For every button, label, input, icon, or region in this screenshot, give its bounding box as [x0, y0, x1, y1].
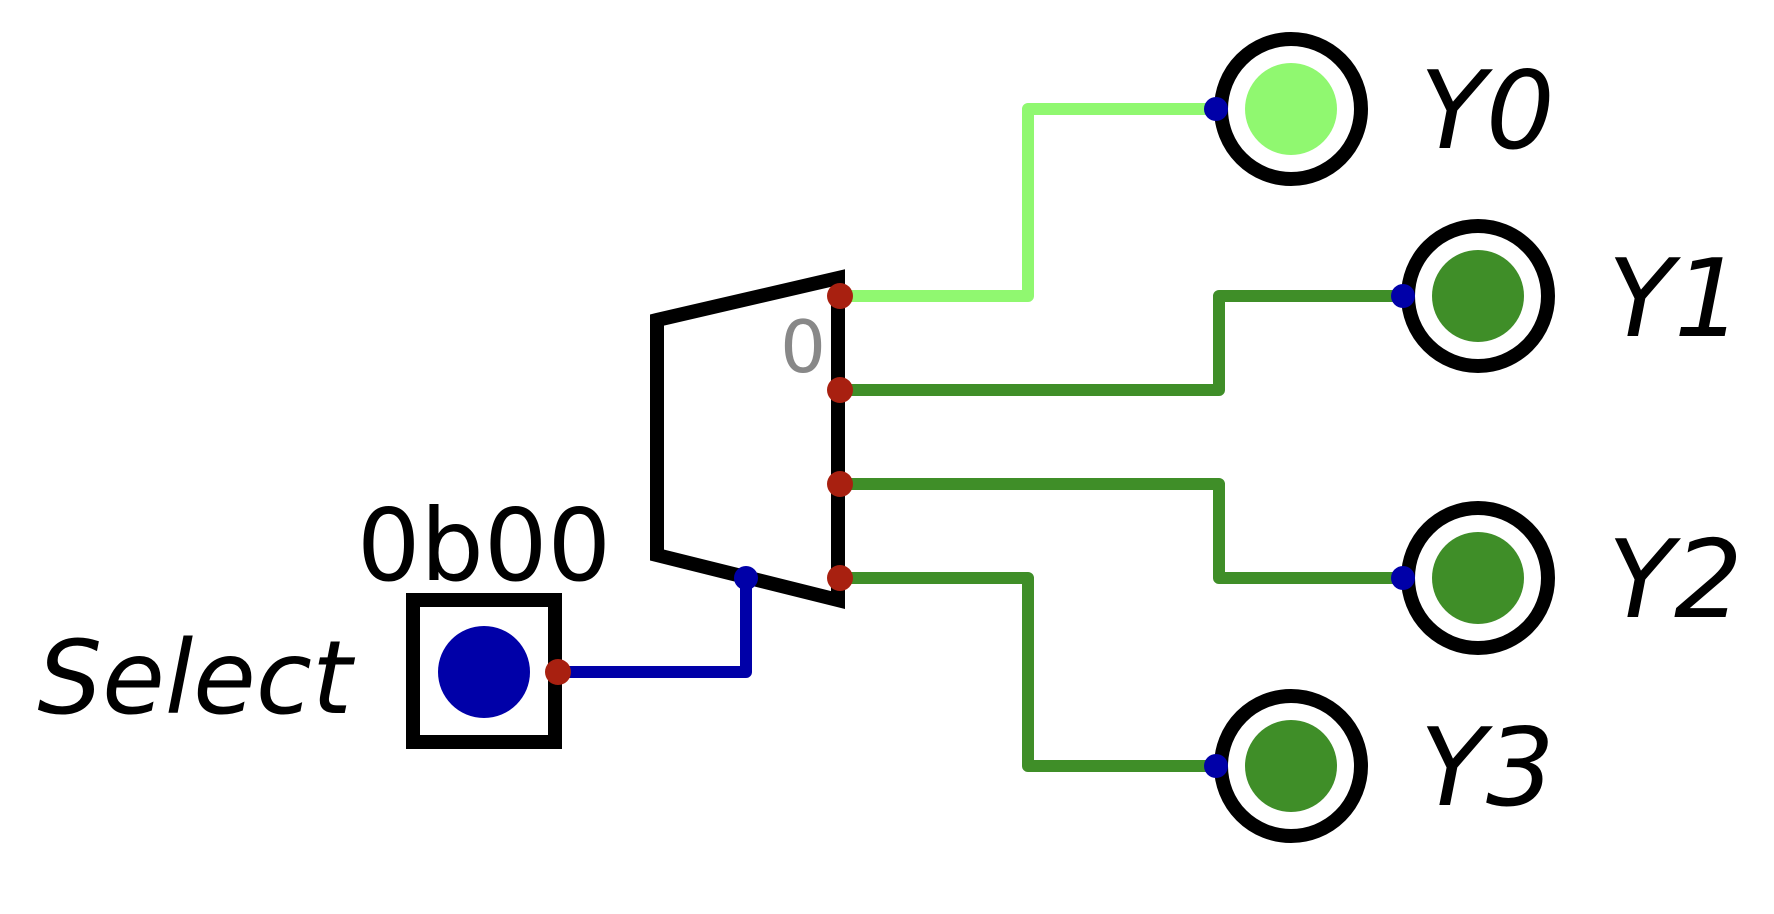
wires [550, 103, 1408, 772]
output-pin[interactable] [827, 283, 853, 309]
mux-index-label: 0 [780, 305, 826, 389]
output-pin[interactable] [827, 565, 853, 591]
wire-y1 [832, 290, 1408, 396]
output-pin[interactable] [827, 377, 853, 403]
wire-y0 [832, 103, 1221, 302]
wire-y3 [832, 572, 1221, 772]
output-y1[interactable]: Y1 [1391, 219, 1743, 373]
wire-y2 [832, 478, 1408, 584]
led-indicator [1432, 532, 1524, 624]
led-input-pin[interactable] [1391, 284, 1415, 308]
select-value: 0b00 [357, 487, 611, 604]
output-label-y3: Y3 [1420, 706, 1555, 831]
output-y2[interactable]: Y2 [1391, 501, 1743, 655]
led-indicator [1245, 720, 1337, 812]
output-label-y0: Y0 [1420, 49, 1555, 174]
select-input-led [438, 626, 530, 718]
select-input-pin[interactable] [734, 566, 758, 590]
demux-output-pins [827, 283, 853, 591]
output-y0[interactable]: Y0 [1204, 32, 1555, 186]
output-y3[interactable]: Y3 [1204, 689, 1555, 843]
led-input-pin[interactable] [1204, 97, 1228, 121]
led-indicator [1245, 63, 1337, 155]
select-output-pin[interactable] [545, 659, 571, 685]
output-pin[interactable] [827, 471, 853, 497]
demultiplexer[interactable] [650, 269, 845, 609]
select-label: Select [37, 619, 356, 738]
select-input[interactable] [406, 593, 571, 749]
led-indicator [1432, 250, 1524, 342]
output-label-y1: Y1 [1608, 237, 1743, 362]
led-input-pin[interactable] [1391, 566, 1415, 590]
output-label-y2: Y2 [1608, 518, 1743, 643]
wire-select [550, 572, 752, 678]
led-input-pin[interactable] [1204, 754, 1228, 778]
